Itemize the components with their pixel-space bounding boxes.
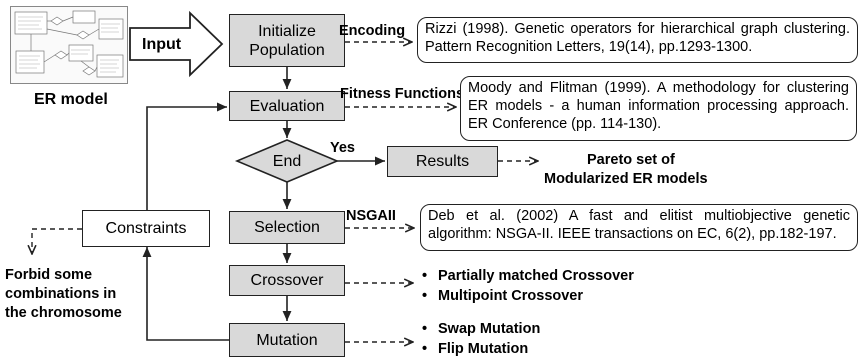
er-model-label: ER model [34, 91, 108, 108]
mutation-type-item: Flip Mutation [422, 339, 540, 359]
end-decision-diamond [234, 139, 340, 183]
pareto-set-line2: Modularized ER models [544, 171, 708, 187]
fitness-functions-label: Fitness Functions [340, 86, 465, 102]
mutation-type-item: Swap Mutation [422, 319, 540, 339]
forbid-line2: combinations in [5, 286, 117, 302]
mutation-types-list: Swap Mutation Flip Mutation [420, 319, 540, 359]
encoding-label: Encoding [339, 23, 406, 39]
selection-box: Selection [229, 211, 345, 244]
dashed-arrow-forbid [32, 228, 82, 254]
input-label: Input [142, 36, 182, 53]
results-box: Results [387, 146, 498, 177]
er-model-sketch [14, 10, 124, 78]
crossover-type-item: Multipoint Crossover [422, 286, 634, 306]
crossover-types-list: Partially matched Crossover Multipoint C… [420, 266, 634, 306]
yes-label: Yes [330, 140, 355, 156]
initialize-population-text: Initialize Population [249, 22, 325, 59]
er-model-thumbnail [10, 6, 128, 84]
crossover-box: Crossover [229, 265, 345, 296]
arrow-mutation-to-constraints [142, 247, 230, 341]
selection-text: Selection [254, 219, 320, 236]
reference-moody: Moody and Flitman (1999). A methodology … [460, 76, 857, 141]
mutation-box: Mutation [229, 323, 345, 357]
constraints-text: Constraints [105, 220, 187, 237]
input-arrow [129, 10, 224, 78]
reference-rizzi: Rizzi (1998). Genetic operators for hier… [417, 17, 858, 63]
crossover-type-item: Partially matched Crossover [422, 266, 634, 286]
constraints-box: Constraints [82, 210, 210, 247]
end-decision-label-wrap: End [257, 152, 317, 171]
nsgaii-label: NSGAII [346, 208, 396, 224]
evaluation-box: Evaluation [229, 91, 345, 121]
reference-deb: Deb et al. (2002) A fast and elitist mul… [420, 204, 858, 251]
forbid-line1: Forbid some [5, 267, 93, 283]
evaluation-text: Evaluation [249, 97, 325, 115]
crossover-text: Crossover [250, 272, 324, 289]
arrow-constraints-to-evaluation [146, 102, 227, 210]
initialize-population-box: Initialize Population [229, 14, 345, 67]
pareto-set-line1: Pareto set of [587, 152, 675, 168]
end-decision-text: End [272, 153, 302, 170]
forbid-line3: the chromosome [5, 305, 122, 321]
results-text: Results [415, 153, 470, 170]
mutation-text: Mutation [256, 331, 318, 349]
